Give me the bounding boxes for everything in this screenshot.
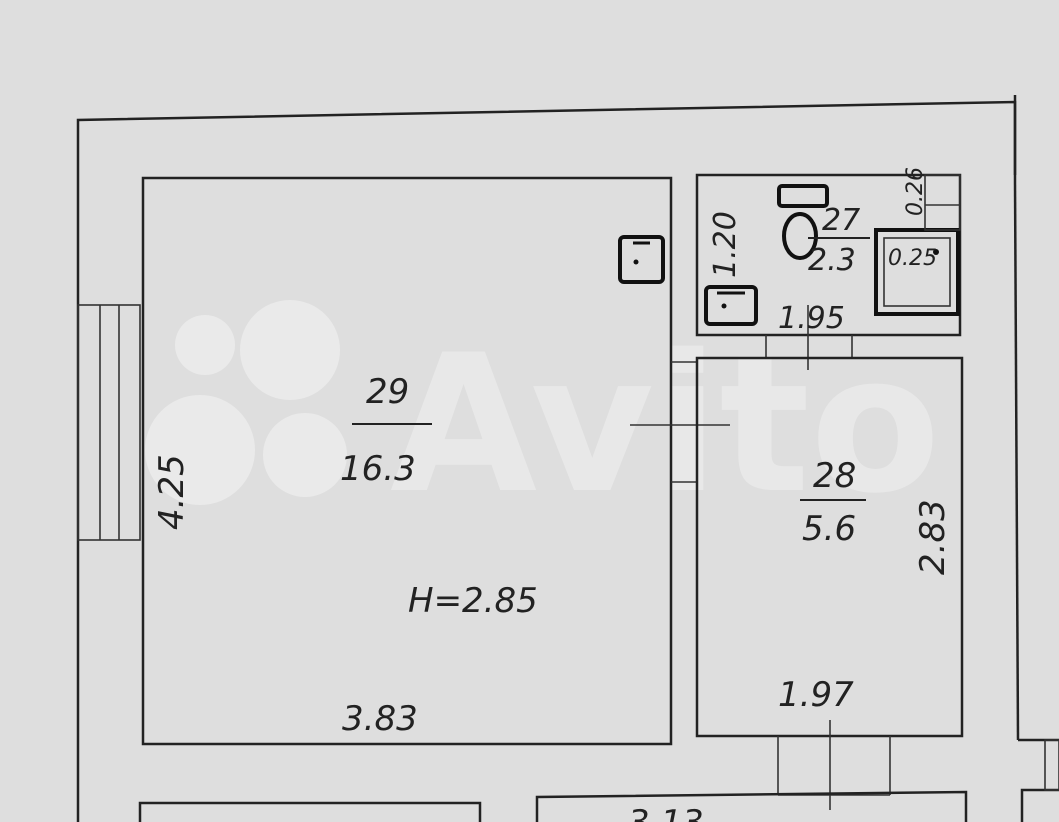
room-27-width: 1.95 [778,301,845,336]
room-29-area: 16.3 [340,449,416,489]
watermark-dot [240,300,340,400]
niche-dimension: 0.26 [903,167,928,216]
room-28-number: 28 [813,456,856,496]
room-29-number: 29 [366,372,409,412]
toilet-icon [777,184,829,260]
room-28-length: 2.83 [913,499,953,575]
sink-icon [704,285,758,326]
window-left [77,304,141,541]
room-27-number: 27 [822,203,860,238]
room-29-length: 4.25 [152,454,192,530]
lower-room-dimension: 3.13 [628,803,704,822]
watermark-dot [263,413,347,497]
stove-icon [618,235,665,284]
room-29-width: 3.83 [342,699,418,739]
window-right [1044,739,1059,791]
room-29 [141,176,673,746]
door-between-rooms [630,361,730,483]
outer-wall-right [1013,181,1020,741]
room-27-length: 1.20 [708,211,743,278]
bathtub-dimension: 0.25 [888,246,937,271]
room-lower-middle [535,790,968,822]
room-28-width: 1.97 [778,675,854,715]
watermark-dot [145,395,255,505]
niche [924,174,961,231]
room-28-area: 5.6 [802,509,856,549]
room-27-area: 2.3 [808,243,856,278]
bathtub-icon [874,228,960,316]
room-29-height: H=2.85 [408,581,538,621]
room-lower-left [138,801,482,822]
watermark-dot [175,315,235,375]
